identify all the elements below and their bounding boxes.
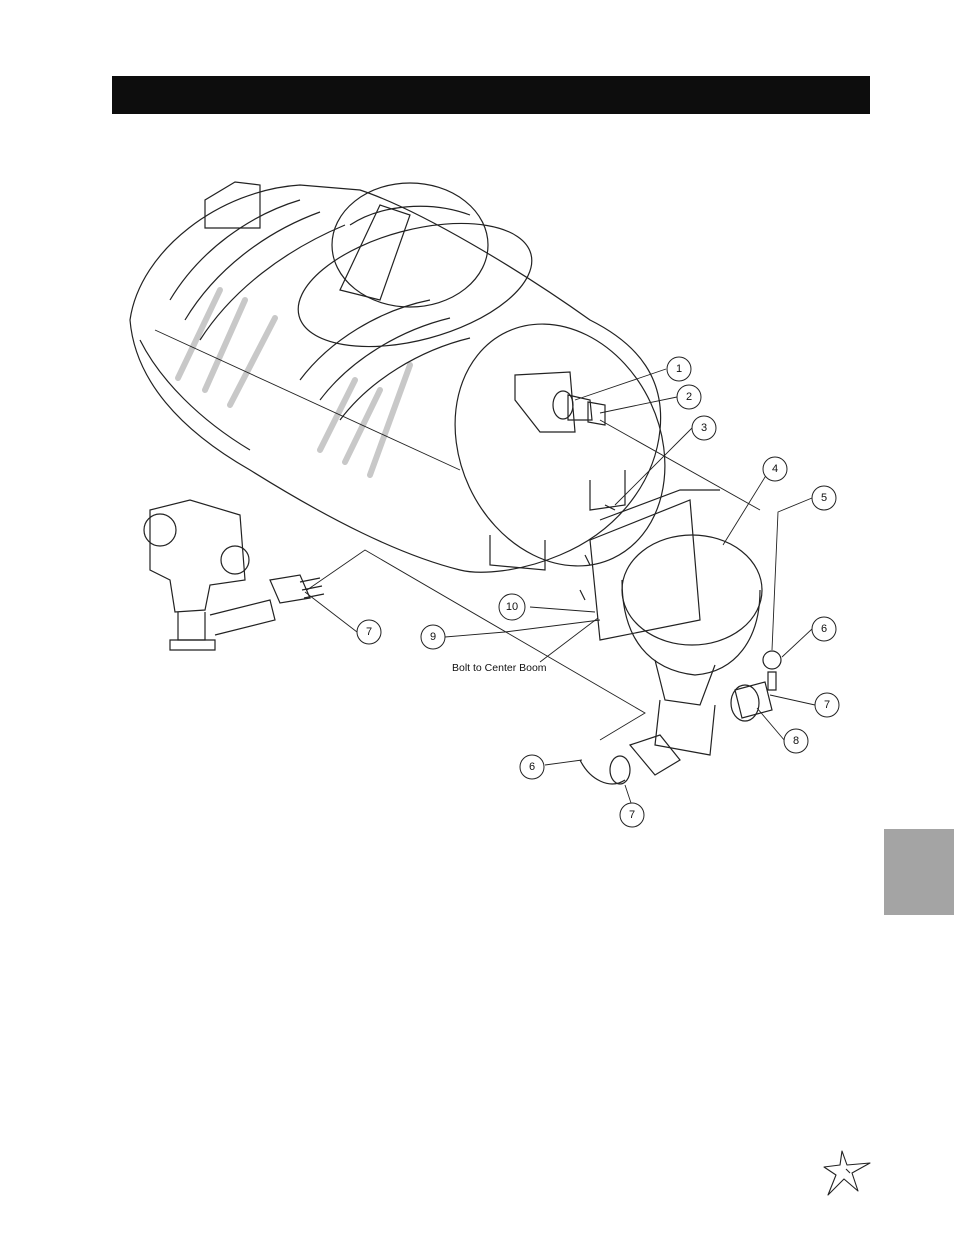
- callout-6-bottom: 6: [520, 755, 544, 779]
- callout-8: 8: [784, 729, 808, 753]
- callout-1: 1: [667, 357, 691, 381]
- callout-10: 10: [499, 594, 525, 620]
- svg-text:10: 10: [506, 601, 518, 613]
- svg-text:9: 9: [430, 631, 436, 643]
- star-logo-icon: [820, 1145, 874, 1197]
- svg-text:8: 8: [793, 735, 799, 747]
- svg-text:7: 7: [824, 699, 830, 711]
- callout-3: 3: [692, 416, 716, 440]
- svg-text:5: 5: [821, 492, 827, 504]
- bolts: [580, 505, 615, 600]
- callout-7-right: 7: [815, 693, 839, 717]
- callout-6-right: 6: [812, 617, 836, 641]
- bolt-to-center-boom-note: Bolt to Center Boom: [452, 662, 547, 674]
- callout-7-left: 7: [357, 620, 381, 644]
- svg-text:7: 7: [366, 626, 372, 638]
- callout-9: 9: [421, 625, 445, 649]
- valve-assembly: [144, 500, 324, 650]
- bottom-fittings: [580, 651, 781, 784]
- callout-7-bottom: 7: [620, 803, 644, 827]
- svg-text:6: 6: [529, 761, 535, 773]
- leader-lines: [155, 330, 815, 806]
- callout-4: 4: [763, 457, 787, 481]
- svg-text:7: 7: [629, 809, 635, 821]
- callout-2: 2: [677, 385, 701, 409]
- svg-text:6: 6: [821, 623, 827, 635]
- svg-text:1: 1: [676, 363, 682, 375]
- svg-text:4: 4: [772, 463, 778, 475]
- tank-fitting: [553, 391, 605, 425]
- tank: [130, 182, 703, 601]
- side-tab: [884, 829, 954, 915]
- callout-5: 5: [812, 486, 836, 510]
- svg-text:3: 3: [701, 422, 707, 434]
- tank-lid: [285, 183, 545, 369]
- svg-text:2: 2: [686, 391, 692, 403]
- callouts: 1 2 3 4 5 9 10 6 7 8 6 7 7: [357, 357, 839, 827]
- rinse-tank: [590, 490, 762, 755]
